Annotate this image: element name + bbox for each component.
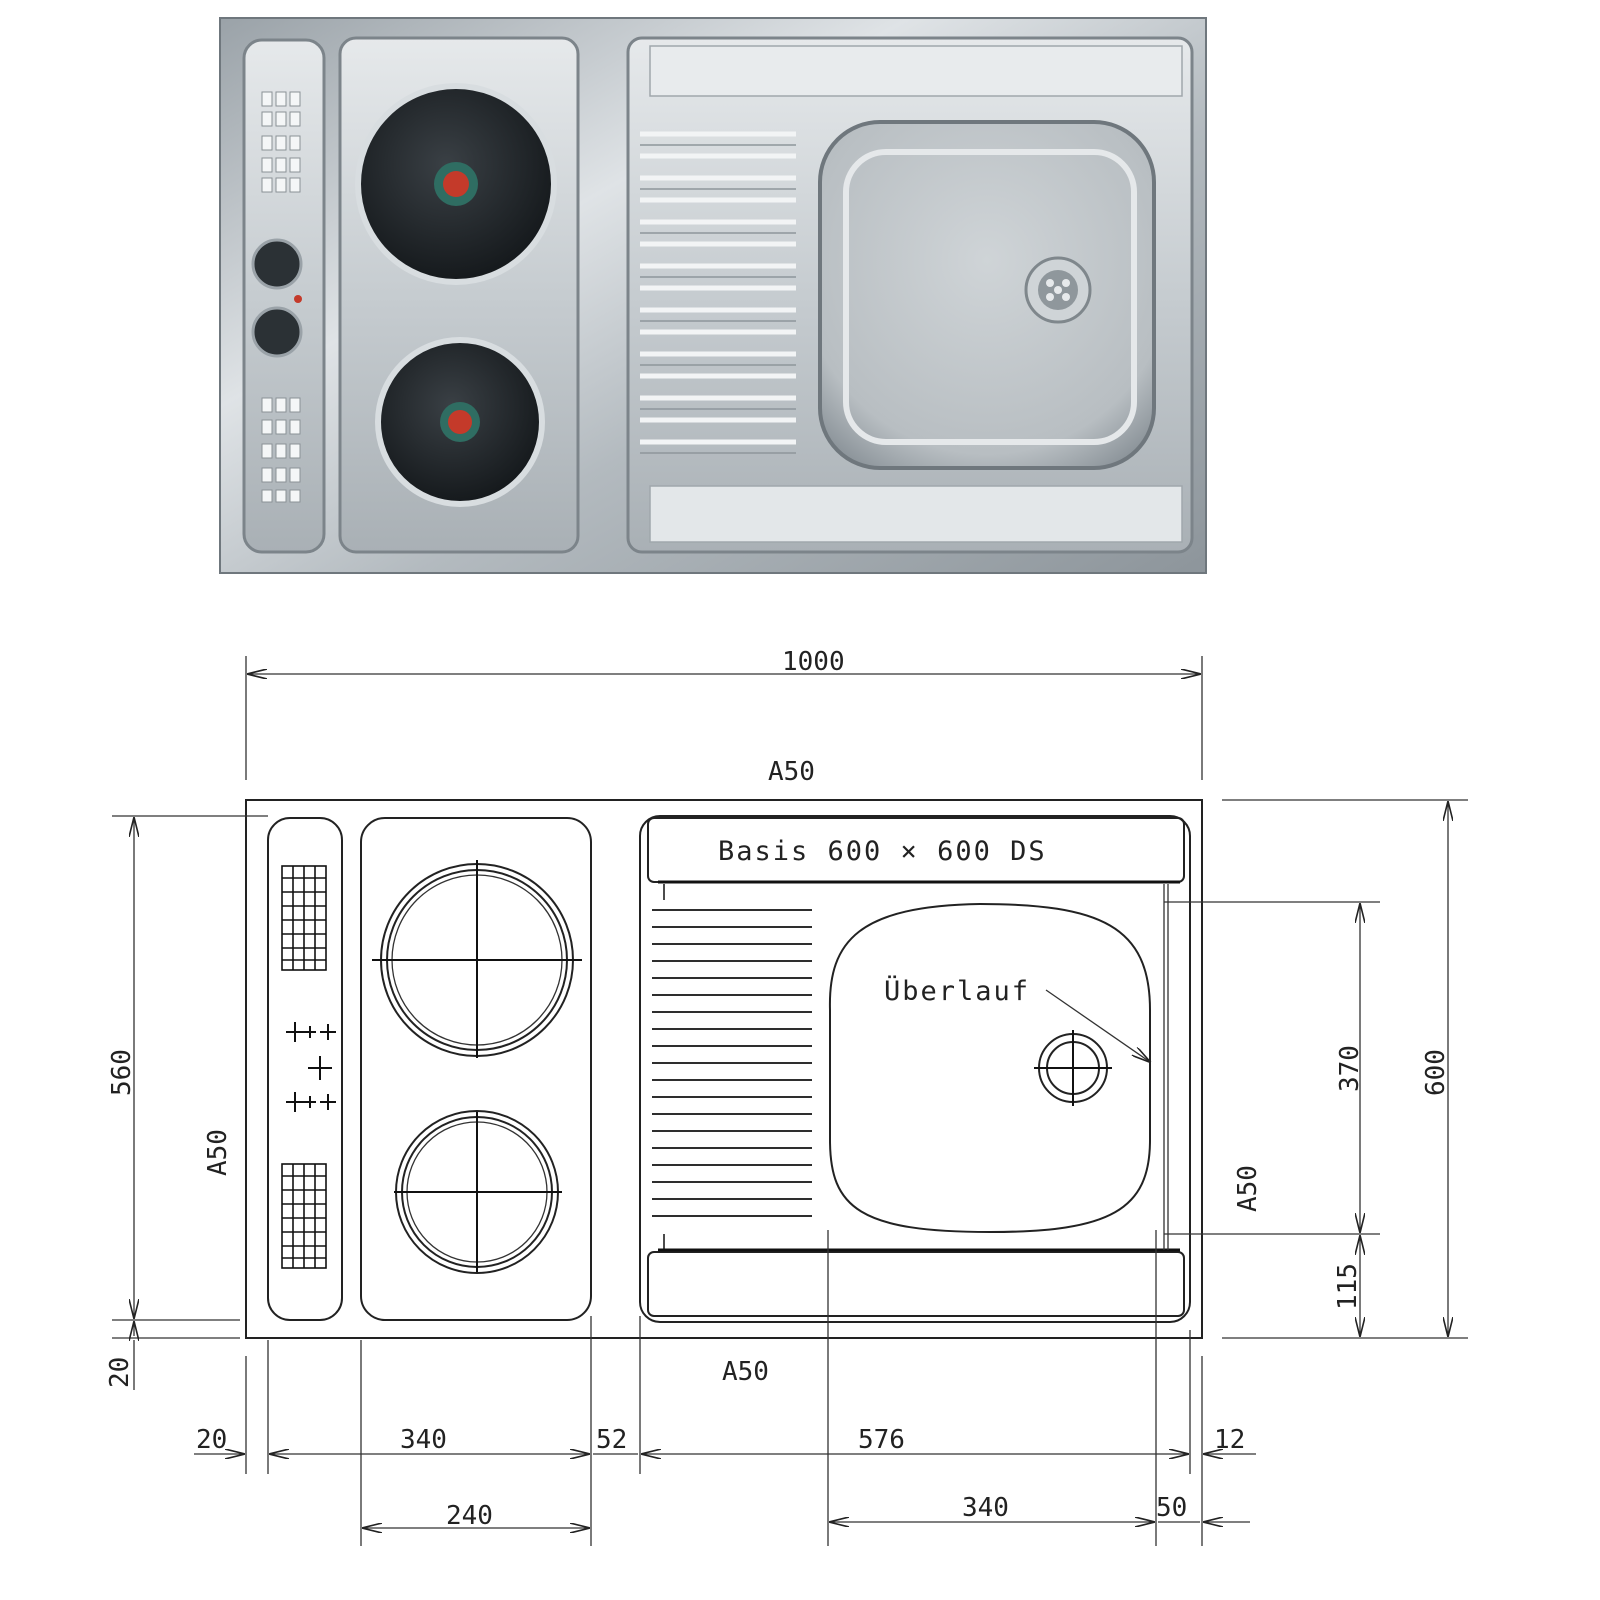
technical-drawing: Basis 600 × 600 DS Überlauf <box>203 757 1263 1387</box>
burner-small-icon <box>394 1110 562 1274</box>
vent-grille-icon <box>281 865 327 1269</box>
section-label-left: A50 <box>203 1129 233 1176</box>
section-label-right: A50 <box>1233 1165 1263 1212</box>
drawing-sink-bowl <box>828 902 1151 1234</box>
vent-grille-icon <box>261 91 301 193</box>
burner-large-icon <box>372 860 582 1058</box>
drawing-hob-panel <box>360 817 592 1321</box>
sink-bowl <box>818 120 1156 470</box>
dim-front-strip: 115 <box>1333 1263 1363 1310</box>
drawing-drainboard-ribs <box>652 909 812 1217</box>
section-label-bottom: A50 <box>722 1357 769 1387</box>
dim-hob-width: 340 <box>400 1425 447 1455</box>
dim-gap: 52 <box>596 1425 627 1455</box>
control-knob-icon <box>286 1022 336 1112</box>
dim-total-width: 1000 <box>782 647 845 677</box>
dimension-lines: 1000 600 370 115 560 20 2 <box>105 647 1468 1546</box>
drawing-control-panel <box>267 817 343 1321</box>
dim-bowl-offset: 50 <box>1156 1493 1187 1523</box>
dim-right-margin: 12 <box>1214 1425 1245 1455</box>
dim-bottom-offset: 20 <box>105 1357 135 1388</box>
dim-sink-width: 576 <box>858 1425 905 1455</box>
vent-grille-icon <box>261 397 301 503</box>
indicator-light-icon <box>448 410 472 434</box>
overflow-label: Überlauf <box>884 975 1030 1007</box>
control-knob-icon <box>251 306 303 358</box>
indicator-light-icon <box>443 171 469 197</box>
dim-burner-spacing: 240 <box>446 1501 493 1531</box>
drain-icon <box>1024 256 1092 324</box>
drawing-sink-panel <box>639 815 1191 1323</box>
control-knob-icon <box>251 238 303 290</box>
dim-depth-total: 600 <box>1421 1049 1451 1096</box>
dim-bowl-width: 340 <box>962 1493 1009 1523</box>
drain-icon <box>1034 1030 1112 1106</box>
model-label: Basis 600 × 600 DS <box>718 836 1047 867</box>
dim-bowl-depth: 370 <box>1335 1045 1365 1092</box>
dim-depth-inner: 560 <box>107 1049 137 1096</box>
section-label-top: A50 <box>768 757 815 787</box>
indicator-light-icon <box>294 295 302 303</box>
drainboard-ribs <box>640 131 796 445</box>
product-photo <box>219 17 1207 574</box>
dim-left-margin: 20 <box>196 1425 227 1455</box>
